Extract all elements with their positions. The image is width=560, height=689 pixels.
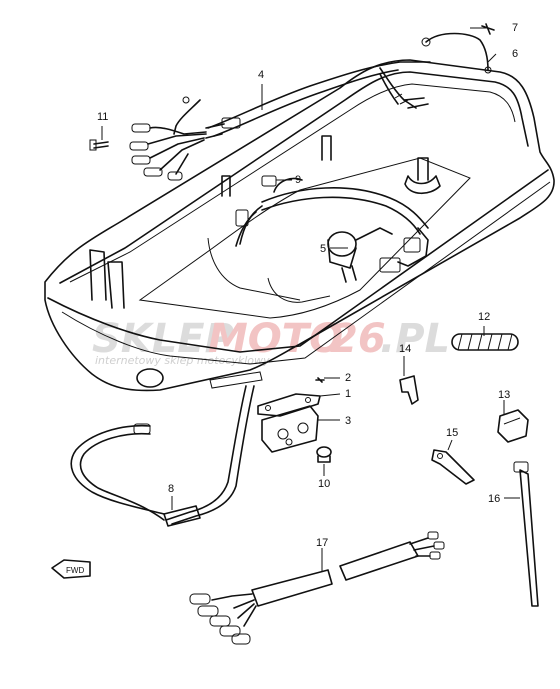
watermark-brand-2: MOTO xyxy=(208,316,343,362)
part-16-cable-tie xyxy=(513,461,539,607)
callout-15: 15 xyxy=(446,427,458,439)
part-6-7 xyxy=(421,23,495,74)
watermark-brand-3: 26 xyxy=(330,316,386,362)
callout-1: 1 xyxy=(345,388,351,400)
fwd-label: FWD xyxy=(66,566,84,575)
part-15-clamp xyxy=(431,449,475,485)
wiring-harness-mid xyxy=(235,175,429,303)
part-12-sleeve xyxy=(451,333,519,351)
callout-7: 7 xyxy=(512,22,518,34)
watermark-brand-4: .PL xyxy=(380,316,450,362)
lower-cowling xyxy=(44,59,555,392)
part-13-connector xyxy=(497,409,529,443)
callouts: 4 11 7 6 9 5 12 14 2 1 3 10 13 15 16 8 1… xyxy=(97,22,518,549)
part-8-lead xyxy=(70,385,255,527)
fwd-arrow: FWD xyxy=(51,559,91,579)
part-1-2-3-rectifier xyxy=(257,377,325,453)
callout-16: 16 xyxy=(488,493,500,505)
callout-17: 17 xyxy=(316,537,328,549)
watermark-brand-1: SKLEP xyxy=(92,316,234,362)
callout-12: 12 xyxy=(478,311,490,323)
callout-14: 14 xyxy=(399,343,411,355)
wiring-harness-4 xyxy=(129,61,431,181)
callout-9: 9 xyxy=(295,174,301,186)
part-11-bolt xyxy=(89,139,109,151)
part-10-grommet xyxy=(316,446,332,463)
callout-4: 4 xyxy=(258,69,264,81)
callout-3: 3 xyxy=(345,415,351,427)
callout-13: 13 xyxy=(498,389,510,401)
leader-lines xyxy=(101,27,520,572)
watermark-tagline: internetowy sklep motocyklowy xyxy=(95,354,270,367)
watermark: SKLEP MOTO 26 .PL internetowy sklep moto… xyxy=(92,316,450,367)
part-17-harness xyxy=(189,531,445,645)
callout-5: 5 xyxy=(320,243,326,255)
callout-11: 11 xyxy=(97,111,108,123)
part-14-clip xyxy=(399,375,419,405)
callout-6: 6 xyxy=(512,48,518,60)
callout-2: 2 xyxy=(345,372,351,384)
callout-8: 8 xyxy=(168,483,174,495)
callout-10: 10 xyxy=(318,478,330,490)
